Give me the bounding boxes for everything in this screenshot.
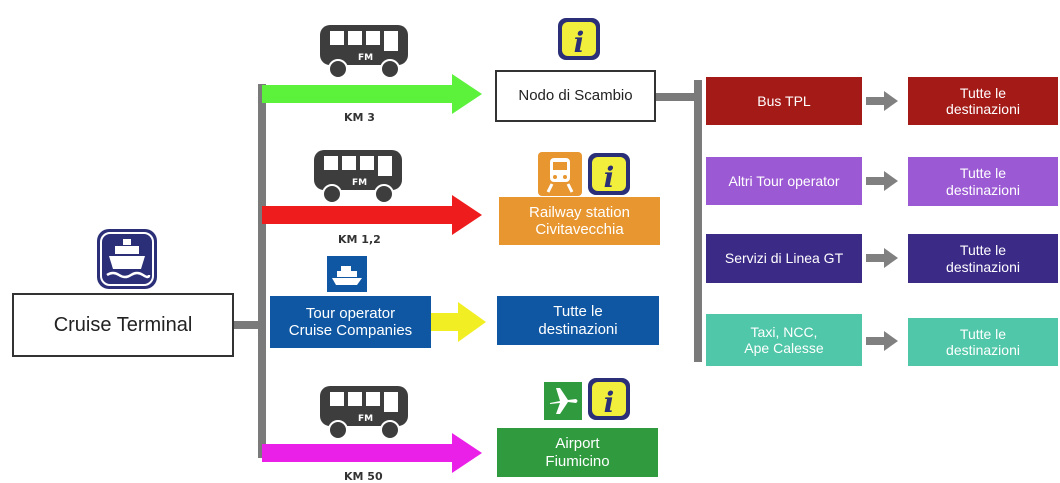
service-linea-gt-box: Servizi di Linea GT — [706, 234, 862, 283]
service-linea-gt-destination-box: Tutte le destinazioni — [908, 234, 1058, 283]
info-icon: i — [558, 18, 600, 60]
service-destination-line2: destinazioni — [946, 342, 1020, 358]
route-arrow-airport — [262, 433, 482, 473]
service-taxi-ncc-box: Taxi, NCC, Ape Calesse — [706, 314, 862, 366]
service-destination-line2: destinazioni — [946, 181, 1020, 198]
bus-label: FM — [358, 414, 373, 424]
info-icon: i — [588, 153, 630, 195]
airport-box: Airport Fiumicino — [497, 428, 658, 477]
service-arrows — [866, 91, 898, 351]
service-linea-gt-label: Servizi di Linea GT — [724, 250, 844, 267]
fm-bus-icon: FM — [320, 386, 408, 440]
service-destination-line2: destinazioni — [946, 258, 1020, 275]
tour-operator-box: Tour operator Cruise Companies — [270, 296, 431, 348]
bus-label: FM — [352, 178, 367, 188]
tour-destinations-label-line1: Tutte le — [553, 303, 603, 321]
km-label-nodo: KM 3 — [344, 111, 375, 124]
train-icon — [538, 152, 582, 196]
airport-label-line2: Fiumicino — [545, 452, 610, 470]
service-destination-line2: destinazioni — [946, 101, 1020, 117]
tour-destinations-box: Tutte le destinazioni — [497, 296, 659, 345]
service-destination-line1: Tutte le — [959, 84, 1007, 101]
service-taxi-ncc-label-line1: Taxi, NCC, — [750, 323, 818, 340]
svg-text:i: i — [574, 26, 585, 59]
service-altri-tour-operator-box: Altri Tour operator — [706, 157, 862, 205]
bus-label: FM — [358, 53, 373, 63]
cruise-terminal-label: Cruise Terminal — [53, 313, 193, 336]
nodo-di-scambio-box: Nodo di Scambio — [495, 70, 656, 122]
cruise-terminal-box: Cruise Terminal — [12, 293, 234, 357]
service-destination-line1: Tutte le — [959, 325, 1007, 342]
info-icon: i — [588, 378, 630, 420]
railway-station-label-line2: Civitavecchia — [535, 221, 624, 238]
fm-bus-icon: FM — [320, 25, 408, 79]
service-taxi-ncc-destination-box: Tutte le destinazioni — [908, 318, 1058, 366]
fm-bus-icon: FM — [314, 150, 402, 204]
railway-station-label-line1: Railway station — [529, 203, 630, 221]
svg-text:i: i — [604, 386, 615, 419]
service-altri-tour-operator-label: Altri Tour operator — [728, 172, 840, 189]
km-label-airport: KM 50 — [344, 470, 383, 483]
service-altri-tour-operator-destination-box: Tutte le destinazioni — [908, 157, 1058, 206]
airplane-icon — [544, 382, 582, 420]
tour-destinations-label-line2: destinazioni — [538, 320, 618, 338]
service-bus-tpl-box: Bus TPL — [706, 77, 862, 125]
ship-icon — [327, 256, 367, 292]
service-bus-tpl-destination-box: Tutte le destinazioni — [908, 77, 1058, 125]
route-arrow-tour — [430, 302, 486, 342]
tour-operator-label-line1: Tour operator — [305, 304, 396, 322]
airport-label-line1: Airport — [555, 435, 600, 453]
railway-station-box: Railway station Civitavecchia — [499, 197, 660, 245]
tour-operator-label-line2: Cruise Companies — [288, 322, 413, 339]
route-arrow-railway — [262, 195, 482, 235]
service-bus-tpl-label: Bus TPL — [757, 92, 811, 109]
cruise-ship-icon — [97, 229, 157, 289]
service-taxi-ncc-label-line2: Ape Calesse — [744, 340, 824, 356]
service-destination-line1: Tutte le — [959, 165, 1007, 182]
nodo-di-scambio-label: Nodo di Scambio — [518, 87, 633, 105]
svg-text:i: i — [604, 161, 615, 194]
service-destination-line1: Tutte le — [959, 242, 1007, 259]
km-label-railway: KM 1,2 — [338, 233, 381, 246]
route-arrow-nodo — [262, 74, 482, 114]
